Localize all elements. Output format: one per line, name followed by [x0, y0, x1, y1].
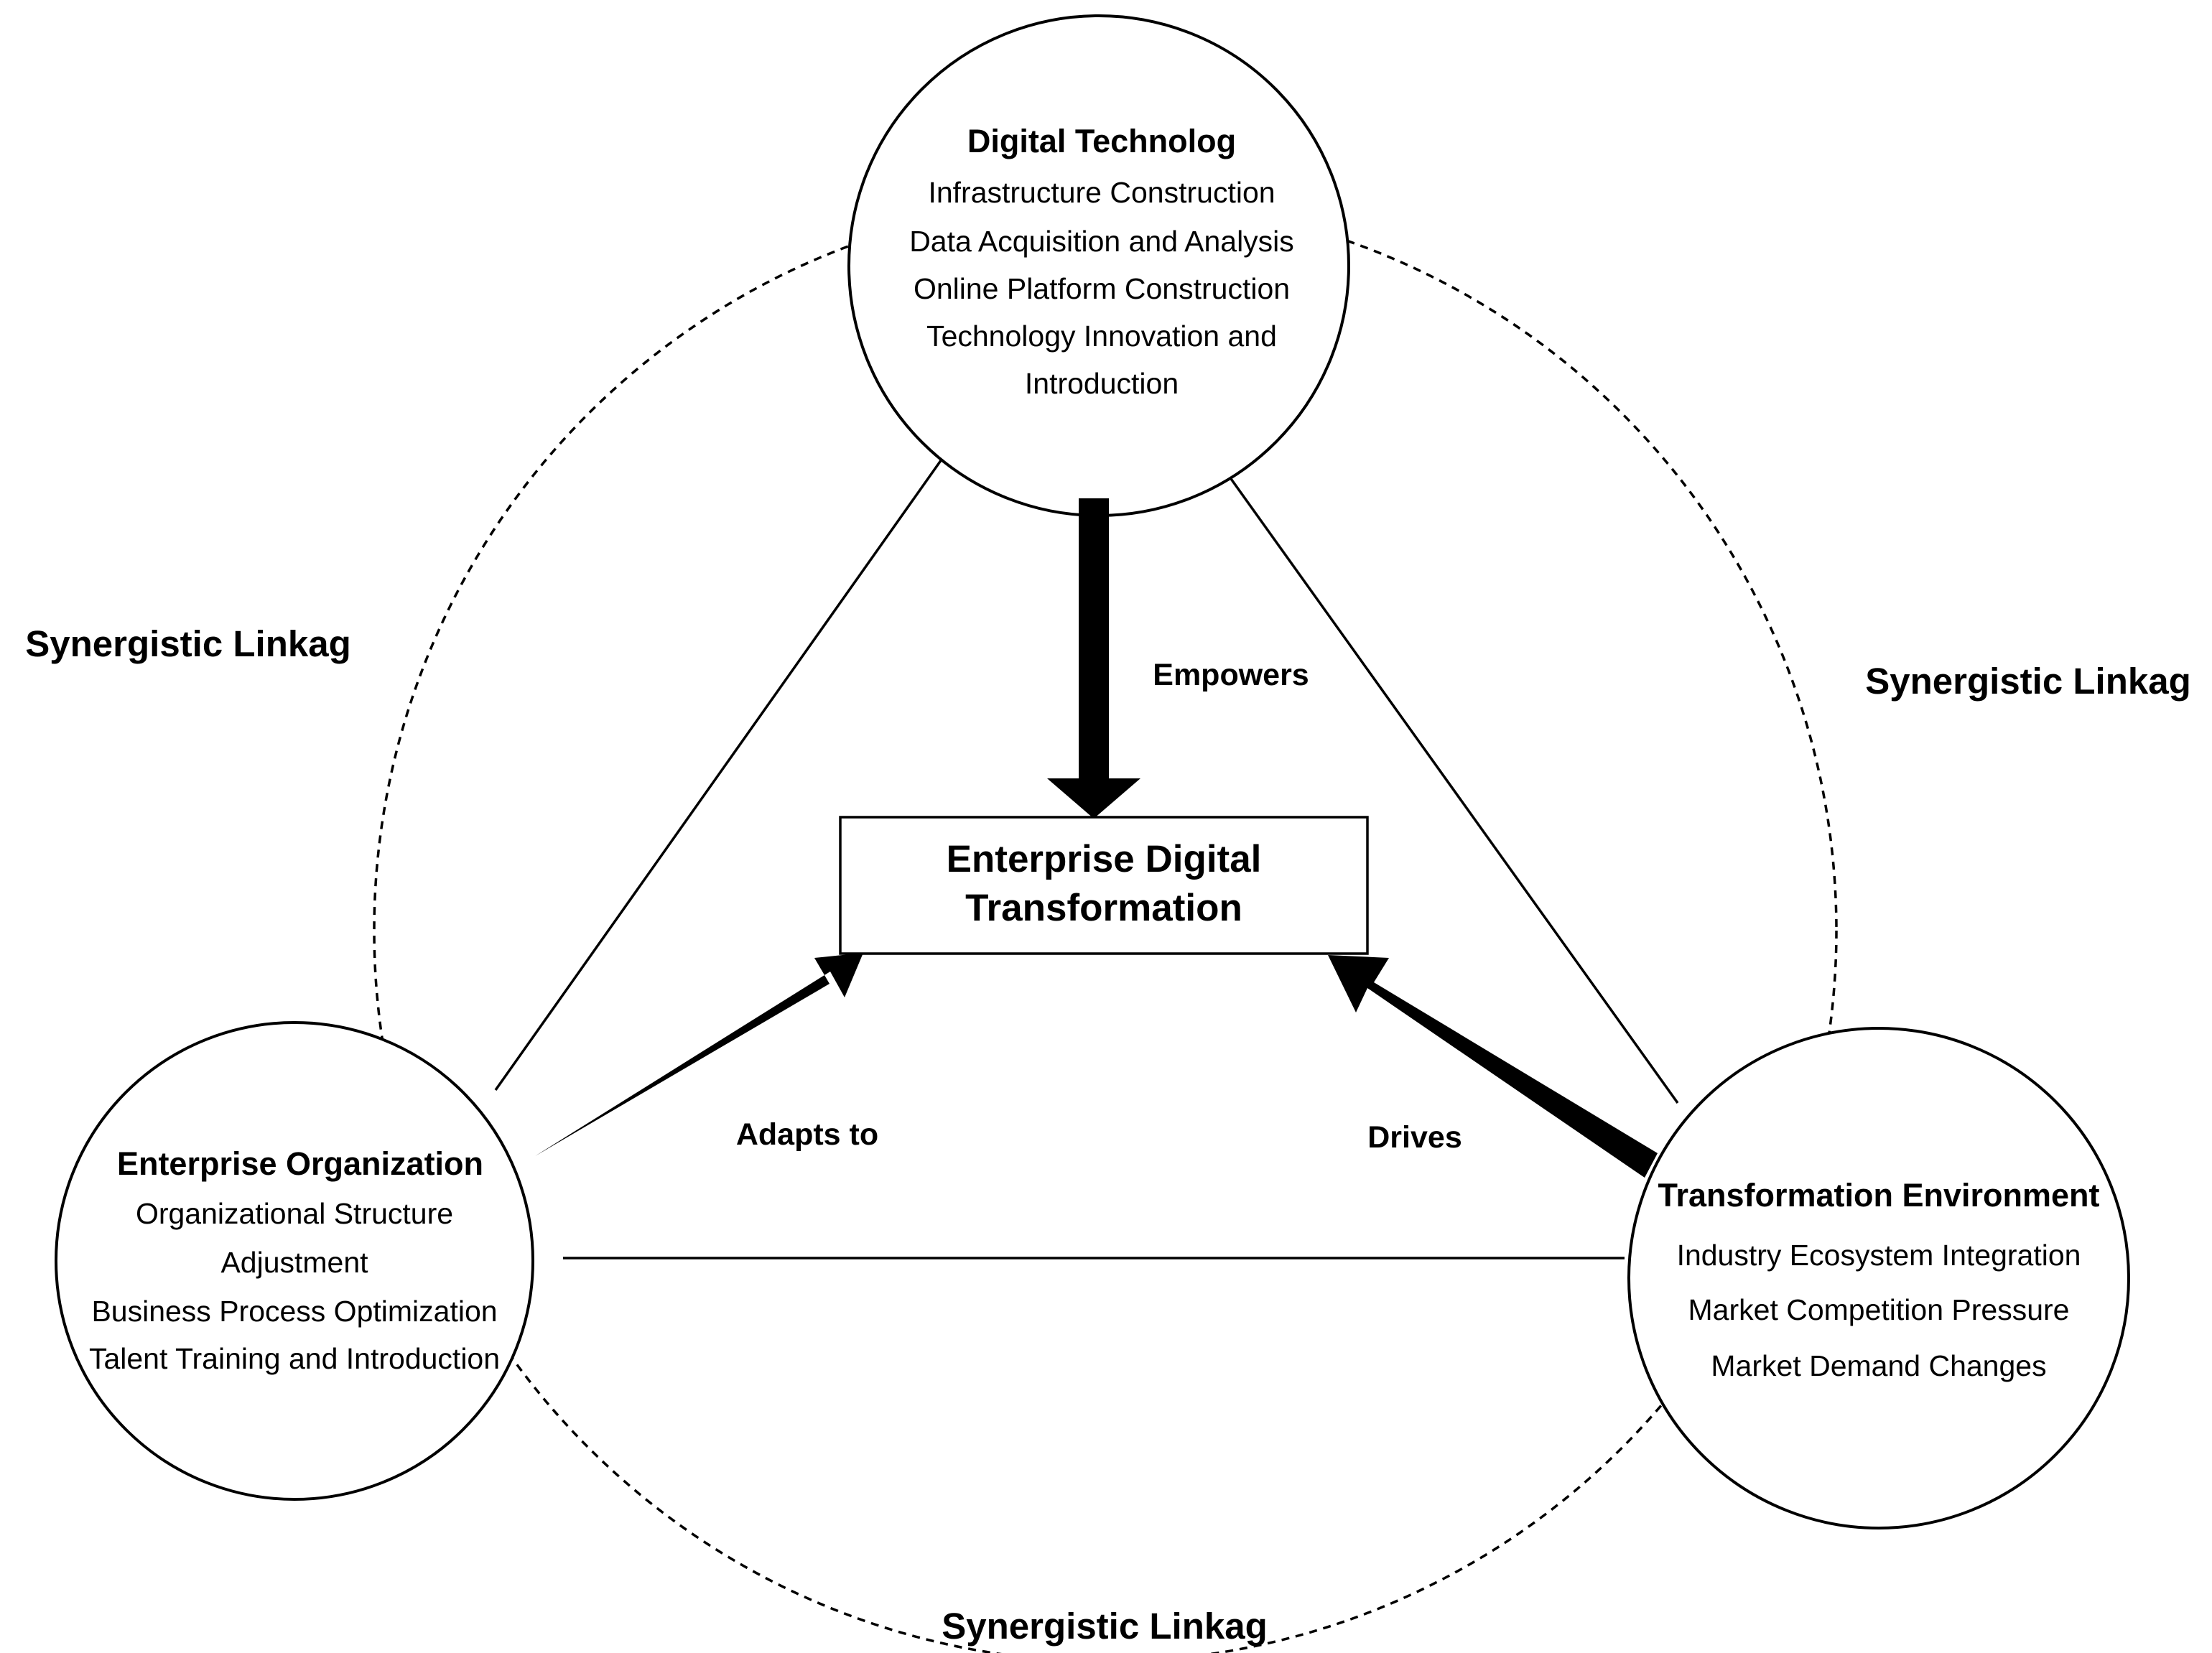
empowers-arrow: [1047, 498, 1140, 819]
digital-technology-item: Data Acquisition and Analysis: [909, 225, 1294, 258]
synergistic-linkage-right-label: Synergistic Linkag: [1865, 661, 2190, 702]
transformation-environment-item: Industry Ecosystem Integration: [1677, 1239, 2081, 1272]
node-transformation-environment: [1627, 1027, 2130, 1529]
enterprise-organization-title: Enterprise Organization: [117, 1145, 483, 1182]
center-title-line1: Enterprise Digital: [947, 838, 1262, 880]
center-title-line2: Transformation: [965, 887, 1242, 929]
transformation-environment-item: Market Competition Pressure: [1688, 1293, 2070, 1326]
drives-label: Drives: [1367, 1120, 1462, 1155]
transformation-environment-item: Market Demand Changes: [1711, 1349, 2046, 1382]
digital-technology-item: Infrastructure Construction: [928, 176, 1275, 209]
transformation-environment-title: Transformation Environment: [1658, 1177, 2099, 1214]
synergy-linkage-circle: [373, 198, 1838, 1653]
drives-arrow: [1328, 955, 1658, 1178]
node-digital-technology: [847, 14, 1350, 517]
digital-technology-item: Introduction: [1025, 367, 1179, 400]
enterprise-organization-item: Talent Training and Introduction: [89, 1342, 500, 1375]
enterprise-organization-item: Organizational Structure: [136, 1197, 453, 1230]
enterprise-organization-item: Business Process Optimization: [91, 1295, 497, 1328]
center-box: [839, 816, 1369, 955]
synergistic-linkage-bottom-label: Synergistic Linkag: [942, 1606, 1267, 1647]
link-technology-organization: [494, 451, 948, 1091]
digital-technology-item: Technology Innovation and: [926, 320, 1277, 353]
link-technology-environment: [1221, 465, 1679, 1104]
adapts-to-label: Adapts to: [736, 1117, 878, 1152]
empowers-label: Empowers: [1153, 658, 1309, 692]
adapts-to-arrow: [535, 953, 863, 1181]
synergistic-linkage-left-label: Synergistic Linkag: [25, 623, 350, 664]
node-enterprise-organization: [55, 1021, 534, 1501]
digital-technology-title: Digital Technolog: [967, 123, 1236, 159]
enterprise-organization-item: Adjustment: [220, 1246, 368, 1279]
digital-technology-item: Online Platform Construction: [914, 272, 1290, 305]
